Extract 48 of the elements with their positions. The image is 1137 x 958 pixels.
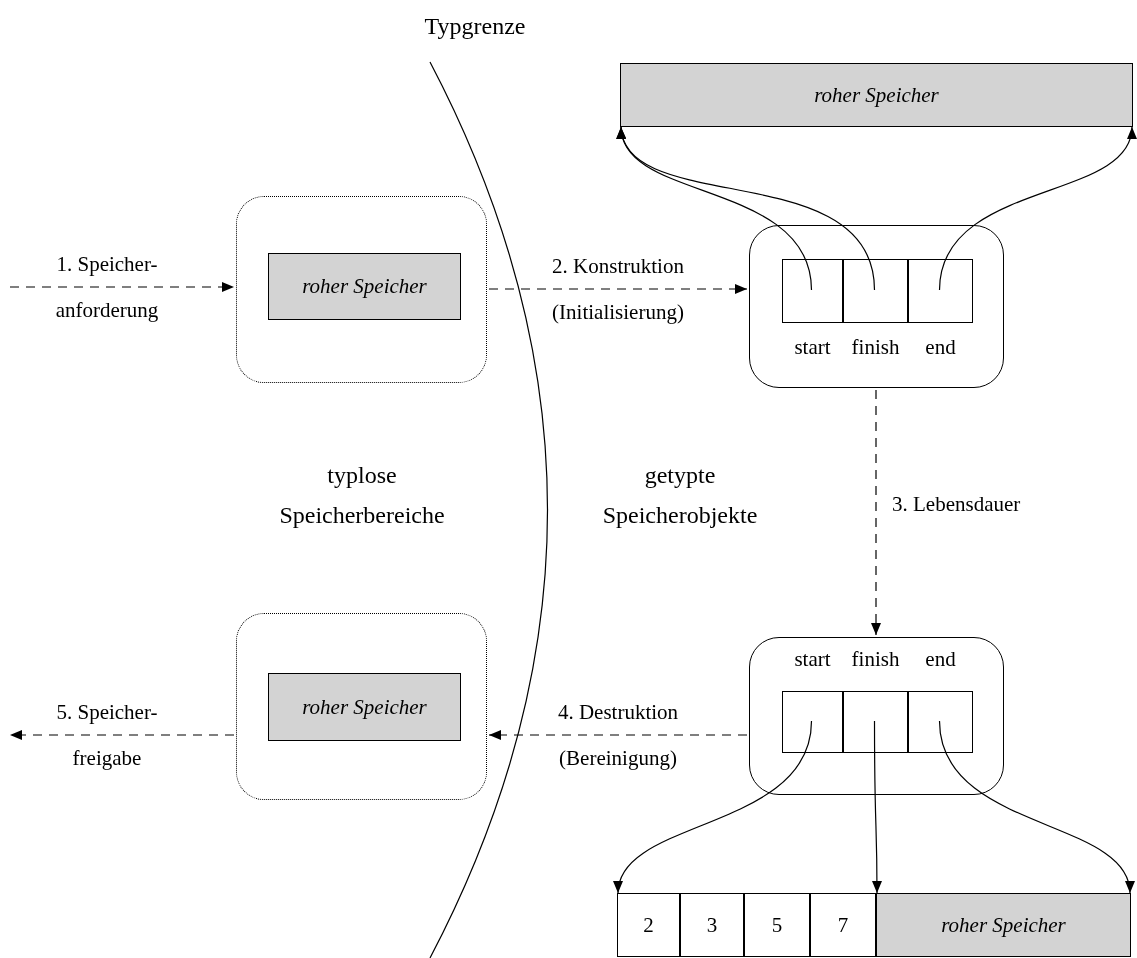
array-cell (680, 893, 744, 957)
memory-block (876, 893, 1131, 957)
node-text: roher Speicher (941, 912, 1066, 938)
edge-label: 3. Lebensdauer (892, 492, 1021, 517)
memory-block (268, 673, 461, 741)
node-text: 3 (706, 912, 718, 938)
dashed-arrow (488, 284, 748, 294)
pointer-cell (782, 691, 843, 753)
array-cell (810, 893, 876, 957)
pointer-arrow (938, 126, 1135, 291)
pointer-arrow (938, 720, 1133, 894)
node-text: 7 (837, 912, 849, 938)
field-name: end (925, 647, 956, 672)
node-text: 2 (643, 912, 654, 938)
pointer-cell (908, 259, 973, 323)
region-label: typlose Speicherbereiche (278, 461, 446, 530)
edge-label: 2. Konstruktion (Initialisierung) (551, 253, 685, 326)
dashed-arrow (488, 730, 748, 740)
dashed-arrow (871, 389, 881, 636)
memory-block (620, 63, 1133, 127)
field-name: start (794, 647, 831, 672)
dashed-arrow (9, 730, 235, 740)
region-label: getypte Speicherobjekte (601, 461, 759, 530)
pointer-arrow (615, 720, 813, 894)
node-text: roher Speicher (814, 82, 939, 108)
pointer-cell (843, 259, 908, 323)
pointer-cell (908, 691, 973, 753)
object-box (749, 637, 1004, 795)
pointer-cell (782, 259, 843, 323)
object-box (749, 225, 1004, 388)
pointer-cell (843, 691, 908, 753)
node-text: roher Speicher (302, 274, 427, 299)
field-name: finish (851, 647, 900, 672)
node-text: roher Speicher (302, 694, 427, 720)
array-cell (744, 893, 810, 957)
array-cell (617, 893, 680, 957)
node-text: 5 (771, 912, 783, 938)
edge-label: 1. Speicher- anforderung (54, 251, 160, 324)
edge-label: 4. Destruktion (Bereinigung) (556, 699, 680, 772)
pointer-arrow (619, 126, 876, 291)
field-name: end (925, 335, 956, 360)
memory-block (268, 253, 461, 320)
dashed-arrow (9, 282, 235, 292)
edge-label: 5. Speicher- freigabe (55, 699, 159, 772)
field-name: start (794, 335, 831, 360)
field-name: finish (851, 335, 900, 360)
pointer-arrow (871, 720, 882, 894)
boundary-label: Typgrenze (423, 12, 527, 41)
